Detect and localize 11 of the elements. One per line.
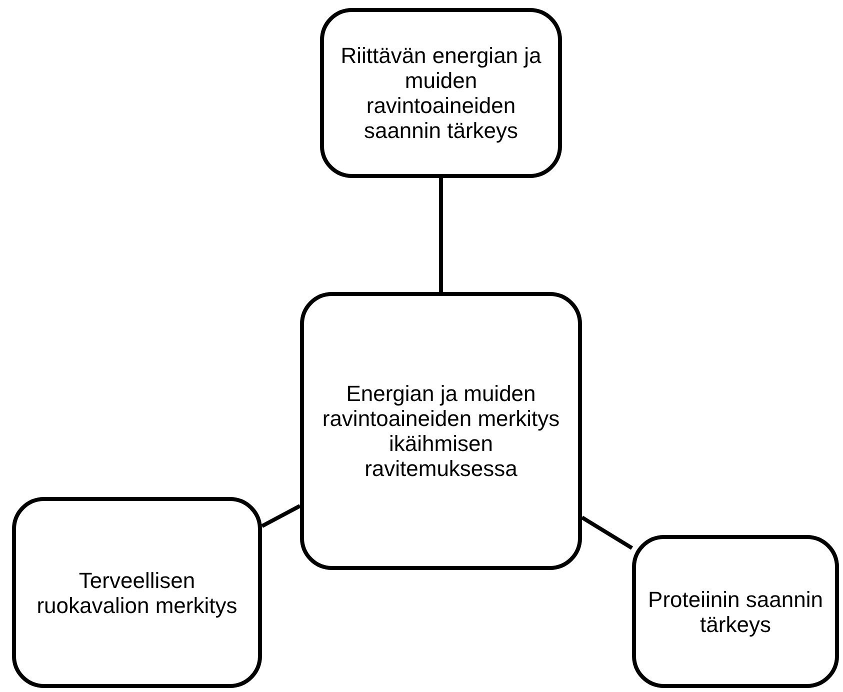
node-text: Riittävän energian ja muiden ravintoaineiden saannin tärkeys: [340, 43, 542, 143]
rounded-box: [320, 8, 562, 178]
node-text: Energian ja muiden ravintoaineiden merkitys ikäihmisen ravitemuksessa: [321, 381, 561, 481]
connector-line: [261, 504, 301, 528]
rounded-box: [632, 535, 839, 688]
node-text: Proteiinin saannin tärkeys: [647, 586, 824, 636]
rounded-box: [300, 292, 582, 570]
node-text: Terveellisen ruokavalion merkitys: [36, 568, 238, 618]
rounded-box: [12, 497, 262, 688]
connector-line: [439, 178, 443, 292]
connector-line: [580, 516, 634, 550]
